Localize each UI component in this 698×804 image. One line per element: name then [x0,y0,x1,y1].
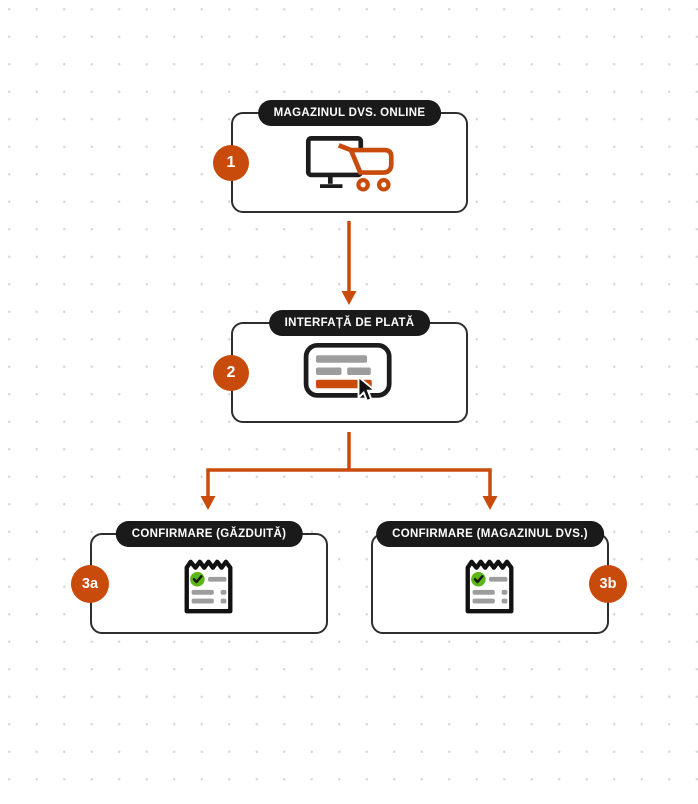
split-connector-branches [206,468,492,497]
step-title-pill: CONFIRMARE (MAGAZINUL DVS.) [376,521,604,547]
step-badge: 1 [213,144,249,181]
cursor-pointer-icon [357,374,378,402]
receipt-check-icon [373,535,607,632]
online-store-cart-icon [233,114,466,211]
step-title-pill: INTERFAȚĂ DE PLATĂ [268,310,431,336]
step-title-pill: MAGAZINUL DVS. ONLINE [257,100,442,126]
payment-form-cursor-icon [233,324,466,421]
step-badge: 2 [213,354,249,391]
arrowhead-to-3b [482,496,498,510]
step-title-pill: CONFIRMARE (GĂZDUITĂ) [115,521,303,547]
step-badge: 3b [589,564,627,603]
step-box-confirmation-hosted: CONFIRMARE (GĂZDUITĂ) 3a [71,521,328,634]
step-box-payment-interface: INTERFAȚĂ DE PLATĂ 2 [213,310,468,423]
step-badge: 3a [71,564,109,603]
step-box-online-store: MAGAZINUL DVS. ONLINE 1 [213,100,468,213]
arrowhead-to-2 [341,291,357,305]
receipt-check-icon [92,535,326,632]
step-box-confirmation-merchant: CONFIRMARE (MAGAZINUL DVS.) 3b [371,521,627,634]
arrowhead-to-3a [200,496,216,510]
